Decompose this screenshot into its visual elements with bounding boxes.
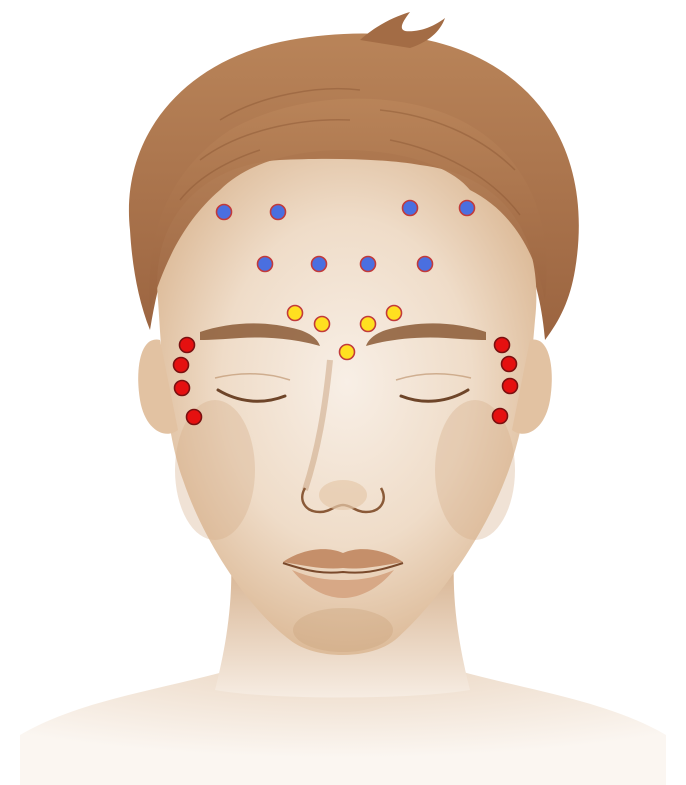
forehead-point (418, 257, 433, 272)
nose-tip (319, 480, 367, 510)
forehead-point (217, 205, 232, 220)
glabella-point (340, 345, 355, 360)
forehead-point (258, 257, 273, 272)
forehead-point (361, 257, 376, 272)
crows-feet-point (493, 409, 508, 424)
forehead-point (312, 257, 327, 272)
crows-feet-point (175, 381, 190, 396)
crows-feet-point (495, 338, 510, 353)
crows-feet-point (187, 410, 202, 425)
forehead-point (460, 201, 475, 216)
glabella-point (387, 306, 402, 321)
forehead-point (271, 205, 286, 220)
crows-feet-point (502, 357, 517, 372)
forehead-point (403, 201, 418, 216)
crows-feet-point (503, 379, 518, 394)
glabella-point (361, 317, 376, 332)
glabella-point (288, 306, 303, 321)
crows-feet-point (174, 358, 189, 373)
crows-feet-point (180, 338, 195, 353)
chin-shadow (293, 608, 393, 652)
glabella-point (315, 317, 330, 332)
